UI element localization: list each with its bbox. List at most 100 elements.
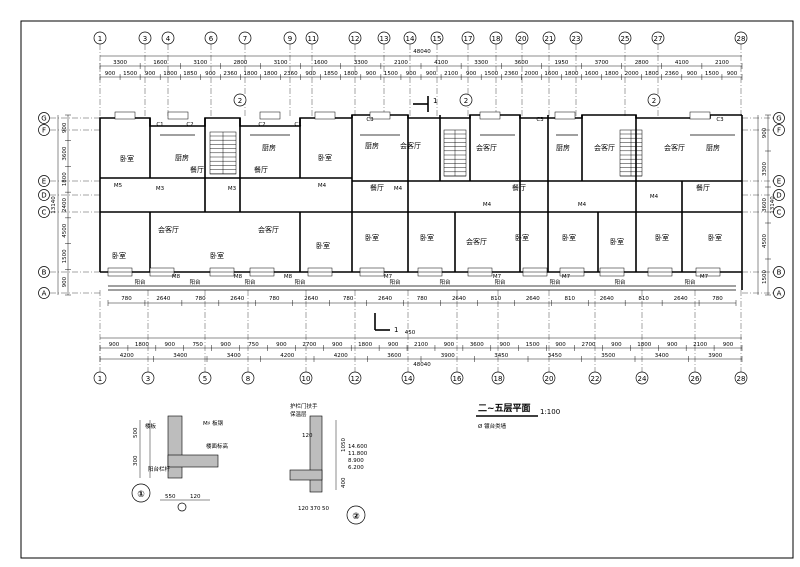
room-kitchen: 厨房 [262,143,276,152]
room-bedroom: 卧室 [420,233,434,242]
axis-bubble [348,371,362,385]
dimension-value: 900 [499,342,510,348]
window [114,111,136,120]
axis-label-top: 3 [143,35,147,43]
axis-bubble [569,31,583,45]
room-bedroom: 卧室 [365,233,379,242]
dimension-value: 1800 [243,71,257,77]
door-window-tag: C3 [716,117,724,123]
room-bedroom: 卧室 [655,233,669,242]
dimension-value: 900 [366,71,377,77]
dimension-value: 3400 [173,353,187,359]
axis-label-top: 1 [98,35,102,43]
detail1-dim: 120 [190,494,201,500]
axis-bubble [403,31,417,45]
room-bedroom: 卧室 [610,237,624,246]
room-dining: 餐厅 [512,183,526,192]
dimension-value: 3900 [708,353,722,359]
callout-2: 2 [464,97,468,105]
balcony-dimension: 780 [269,296,280,302]
dimension-value: 3500 [601,353,615,359]
stairwell-right [619,129,643,177]
center-dimension: 450 [405,330,416,336]
callout-2: 2 [238,97,242,105]
axis-bubble [38,189,50,201]
room-bedroom: 卧室 [708,233,722,242]
axis-label-left: E [42,178,46,186]
axis-label-left: F [42,127,46,135]
axis-bubble [773,175,785,187]
dimension-value: 2100 [693,342,707,348]
dimension-value: 2100 [414,342,428,348]
dimension-value: 1600 [544,71,558,77]
exterior-walls [99,114,743,291]
door-window-tag: C3 [366,117,374,123]
axis-bubble [773,124,785,136]
axis-bubble [542,371,556,385]
axis-label-bottom: 5 [203,375,207,383]
interior-walls [100,115,742,272]
axis-bubble [38,206,50,218]
section-callouts: 2 2 2 1 1 [233,93,661,334]
overall-dimension-top: 48040 [413,49,431,55]
room-bedroom: 卧室 [562,233,576,242]
axis-label-bottom: 20 [545,375,554,383]
detail2-dim: 400 [341,477,347,488]
dimension-value: 900 [762,127,768,138]
dimension-value: 3600 [470,342,484,348]
door-window-tag: C1 [156,122,163,128]
windows [107,111,721,277]
dimension-value: 4500 [762,234,768,248]
door-window-tag: M3 [156,186,165,192]
room-bedroom: 卧室 [210,251,224,260]
balcony-dimension: 780 [417,296,428,302]
window [479,111,501,120]
axis-label-top: 28 [737,35,746,43]
axis-bubble [618,31,632,45]
door-window-tag: M7 [562,274,571,280]
detail2-level: 8.900 [348,458,364,464]
dimension-value: 1500 [705,71,719,77]
dimension-value: 2360 [504,71,518,77]
drawing-scale: 1:100 [540,408,560,416]
door-window-tag: M7 [384,274,393,280]
room-dining: 餐厅 [254,165,268,174]
dimension-value: 900 [611,342,622,348]
dimension-value: 1950 [554,60,568,66]
dimension-value: 900 [205,71,216,77]
room-dining: 餐厅 [370,183,384,192]
axis-label-right: B [777,269,782,277]
dimension-value: 1800 [62,172,68,186]
window [554,111,576,120]
window [314,111,336,120]
door-window-tag: M7 [700,274,709,280]
detail1-text: 楼板 [145,422,157,430]
axis-label-bottom: 18 [494,375,503,383]
dimension-value: 2000 [625,71,639,77]
door-window-tag: M4 [650,194,659,200]
dimension-value: 2800 [233,60,247,66]
dimension-value: 900 [426,71,437,77]
axis-label-top: 7 [243,35,247,43]
dimension-value: 3600 [62,146,68,160]
detail1-text: 楼面标高 [206,442,229,450]
axis-label-top: 6 [209,35,214,43]
dimension-value: 750 [192,342,203,348]
axis-label-top: 12 [351,35,360,43]
axis-label-bottom: 24 [638,375,647,383]
axis-label-top: 17 [464,35,473,43]
balcony-dimension: 810 [565,296,576,302]
dimension-value: 2800 [635,60,649,66]
detail1-label: ① [137,490,145,500]
dimension-value: 1600 [585,71,599,77]
detail2-dim: 1050 [341,438,347,452]
balcony-dimension: 2640 [156,296,170,302]
dimension-value: 900 [388,342,399,348]
axis-bubble [93,371,107,385]
axis-bubble [401,371,415,385]
axis-bubble [773,206,785,218]
axis-label-left: C [42,209,47,217]
axis-bubble [161,31,175,45]
axis-bubble [204,31,218,45]
